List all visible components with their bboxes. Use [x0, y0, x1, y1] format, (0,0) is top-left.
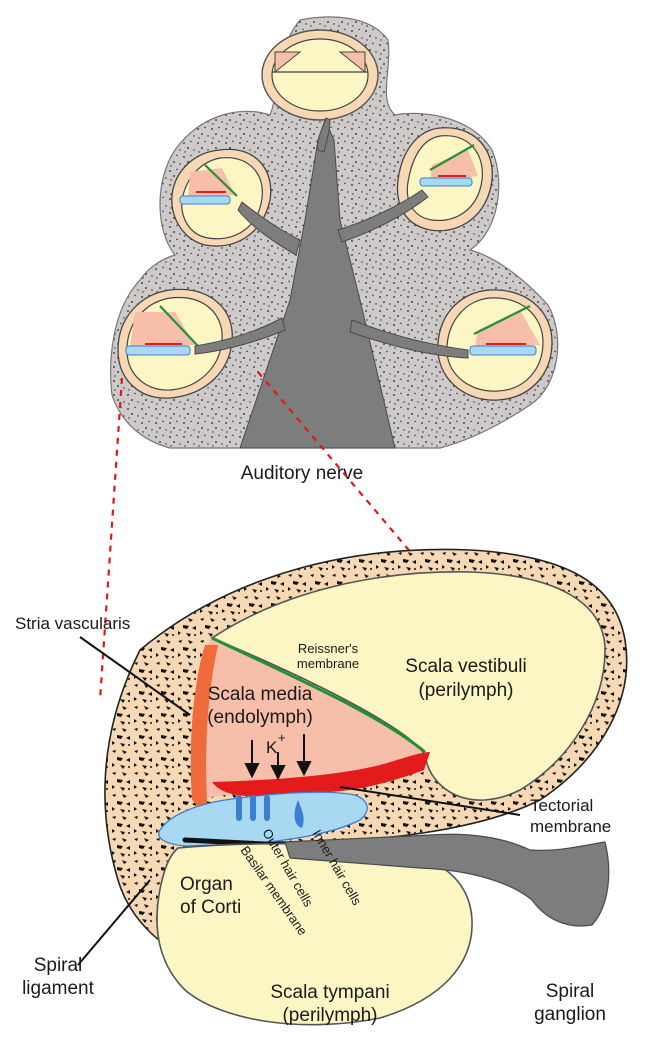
scala-tympani-label-line1: Scala tympani: [270, 982, 389, 1003]
reissners-label-line1: Reissner's: [298, 641, 359, 656]
spiral-ganglion-label-line2: ganglion: [534, 1004, 606, 1025]
tectorial-label-line1: Tectorial: [530, 796, 593, 815]
spiral-ligament-label-line2: ligament: [22, 978, 95, 999]
apex-chamber: [262, 30, 378, 120]
potassium-label: K: [266, 738, 278, 757]
cochlea-overview: Auditory nerve: [111, 17, 558, 484]
cochlear-duct-detail: [78, 549, 627, 1024]
stria-vascularis-label: Stria vascularis: [15, 614, 130, 633]
organ-label-line2: of Corti: [180, 897, 241, 918]
reissners-label-line2: membrane: [297, 656, 359, 671]
spiral-ganglion-label-line1: Spiral: [546, 981, 595, 1002]
scala-tympani-label-line2: (perilymph): [282, 1005, 377, 1026]
outer-hair-cells: [236, 795, 270, 821]
spiral-ligament-label-line1: Spiral: [34, 955, 83, 976]
potassium-charge-label: +: [278, 730, 286, 745]
scala-vestibuli-label-line1: Scala vestibuli: [405, 656, 526, 677]
lower-right-chamber: [438, 290, 552, 400]
scala-vestibuli-label-line2: (perilymph): [418, 680, 513, 701]
scala-media-label-line1: Scala media: [208, 684, 313, 705]
tectorial-label-line2: membrane: [530, 817, 611, 836]
scala-media-label-line2: (endolymph): [207, 707, 313, 728]
organ-label-line1: Organ: [180, 874, 233, 895]
